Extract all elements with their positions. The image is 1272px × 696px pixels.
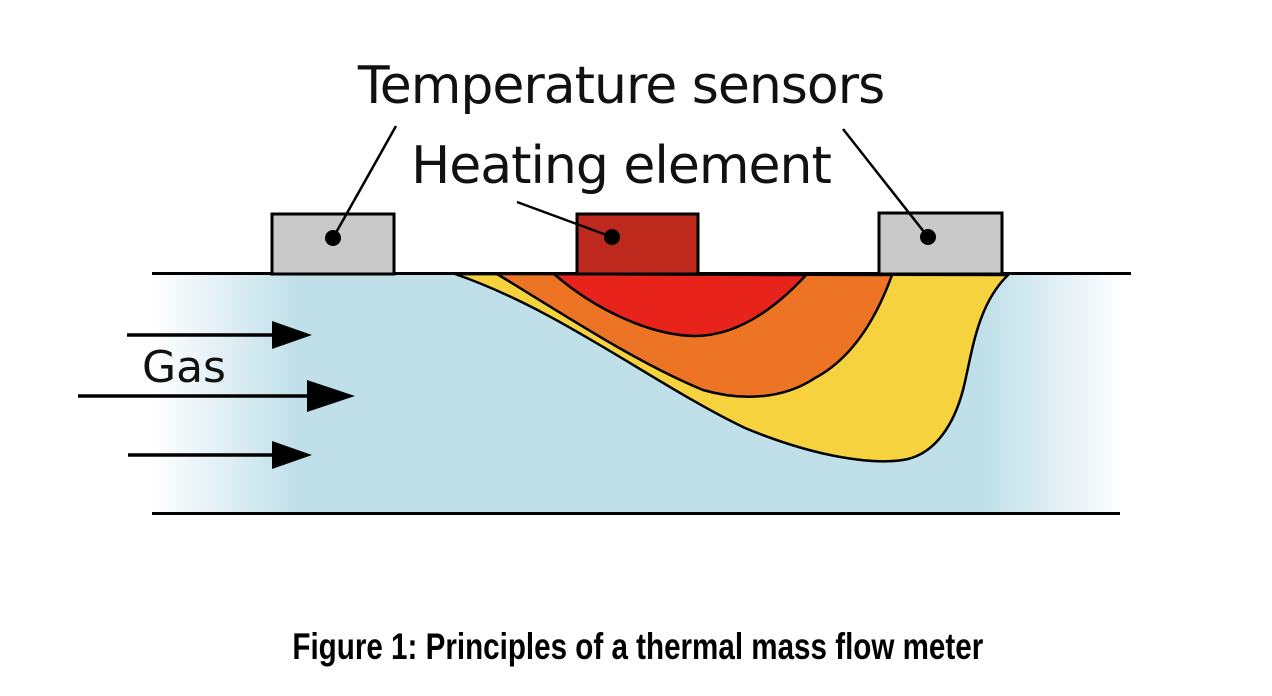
leader-dot [325,230,341,246]
flow-arrow-middle [78,380,355,412]
leader-line-heating-element [516,200,620,245]
leader-dot [604,229,620,245]
leader-dot [920,229,936,245]
leader-line-right-sensor [842,128,936,245]
temperature-sensor-right [877,211,1004,276]
temperature-sensors-label: Temperature sensors [357,56,885,116]
leader-line-left-sensor [325,125,398,246]
heating-element-box [575,212,700,276]
gas-label: Gas [142,342,226,393]
flow-arrow-bottom [128,441,312,469]
heating-element-label: Heating element [411,136,832,196]
flow-arrow-top [127,321,312,349]
heat-plume-red [552,272,808,338]
figure-caption: Figure 1: Principles of a thermal mass f… [292,626,984,667]
